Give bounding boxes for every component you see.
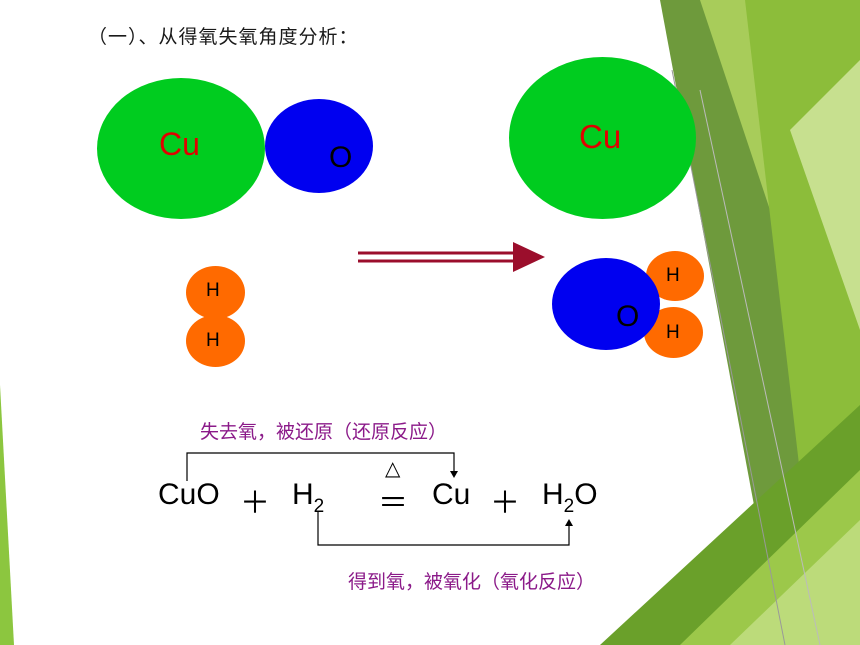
reactant-cu-label: Cu <box>159 126 200 162</box>
eq-h2-subscript: 2 <box>313 496 325 517</box>
reactant-h-atom-top <box>186 266 245 319</box>
oxidation-annotation: 得到氧，被氧化（氧化反应） <box>348 571 596 593</box>
eq-h2: H2 <box>292 478 324 517</box>
eq-plus-2: ＋ <box>490 486 520 521</box>
eq-h2-h: H <box>292 478 314 511</box>
bg-thin-line-2 <box>699 89 821 645</box>
page-title: （一）、从得氧失氧角度分析： <box>88 26 359 48</box>
product-cu-atom <box>509 57 696 219</box>
eq-cu: Cu <box>432 478 471 511</box>
eq-h2o-o: O <box>574 478 598 511</box>
product-cu-label: Cu <box>579 118 622 155</box>
product-o-label: O <box>616 300 640 333</box>
eq-h2o-subscript: 2 <box>563 496 575 517</box>
oxidation-bracket <box>317 512 573 546</box>
reaction-arrow <box>358 242 545 272</box>
eq-h2o: H2O <box>542 478 598 517</box>
eq-equals: ＝ <box>378 486 408 521</box>
reactant-h-label-top: H <box>206 280 220 301</box>
heat-symbol: △ <box>385 456 401 480</box>
reactant-o-label: O <box>329 141 353 174</box>
reactant-h-atom-bottom <box>186 315 245 367</box>
eq-h2o-h: H <box>542 478 564 511</box>
bg-shape-right-pale <box>790 60 860 330</box>
eq-plus-1: ＋ <box>240 486 270 521</box>
eq-cuo: CuO <box>158 478 220 511</box>
reduction-annotation: 失去氧，被还原（还原反应） <box>200 421 448 443</box>
product-o-atom <box>552 258 660 350</box>
reactant-cu-atom <box>97 78 265 219</box>
reactant-h-label-bottom: H <box>206 330 220 351</box>
bg-thin-line <box>671 69 786 645</box>
reactant-o-atom <box>265 99 373 193</box>
reduction-bracket <box>186 452 458 481</box>
product-h-label-bottom: H <box>666 322 680 343</box>
bg-shape-left <box>0 385 14 645</box>
bg-shape-bottom-pale <box>730 520 860 645</box>
product-h-label-top: H <box>666 265 680 286</box>
